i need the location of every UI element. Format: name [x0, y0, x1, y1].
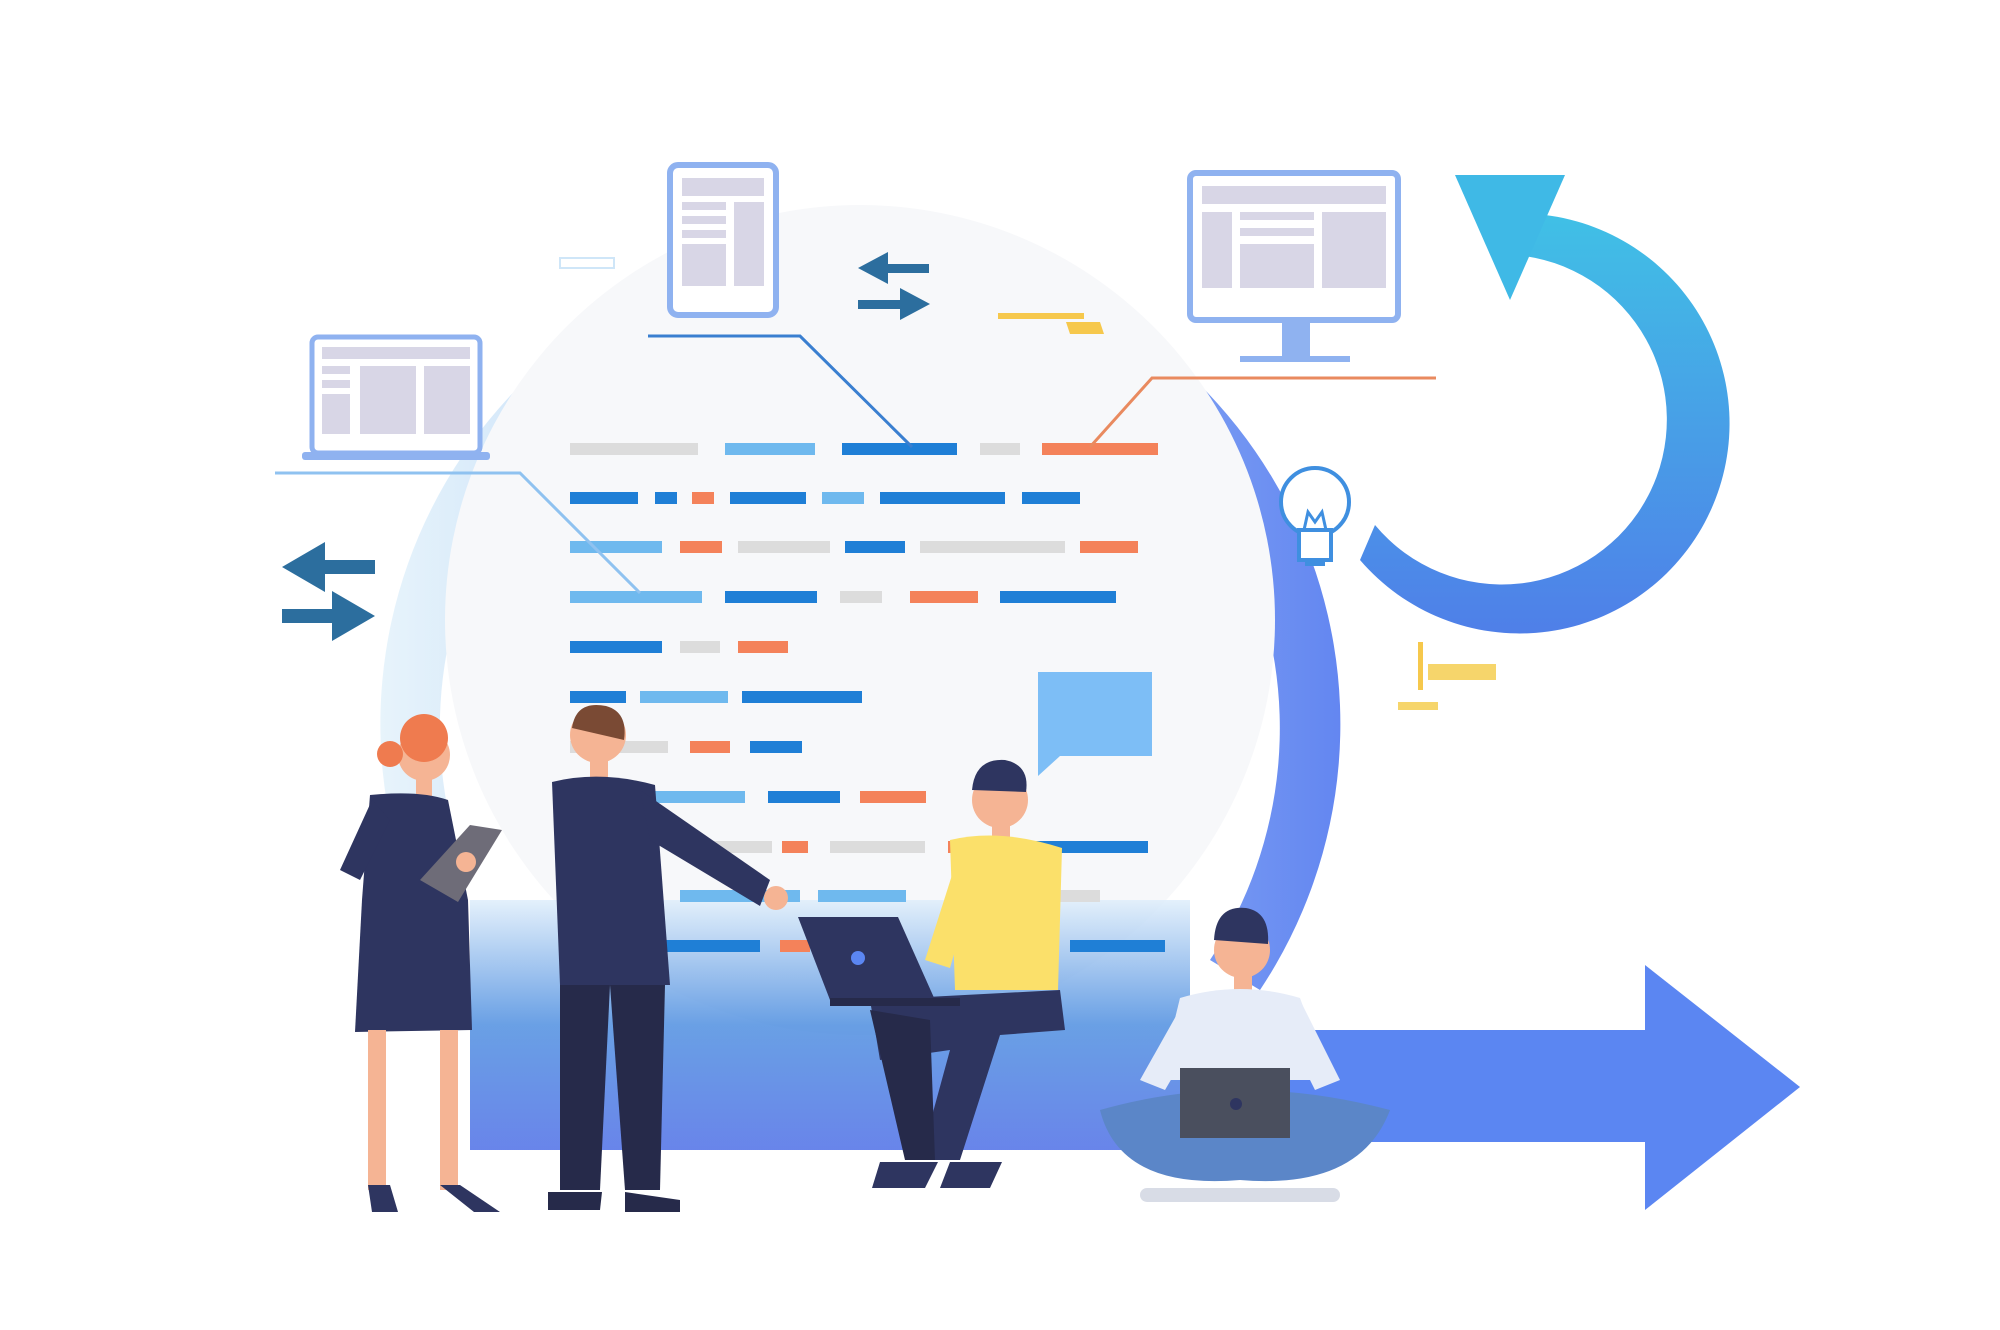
swap-arrows-icon: [282, 542, 375, 641]
monitor-icon: [1187, 170, 1401, 362]
swap-arrows-icon: [858, 252, 930, 320]
lightbulb-icon: [1279, 466, 1351, 566]
connector-lines: [275, 334, 1436, 595]
man-cross-legged-with-laptop: [1100, 907, 1390, 1202]
decorative-marks: [559, 257, 1496, 710]
man-sitting-with-laptop: [798, 759, 1065, 1188]
tablet-icon: [667, 162, 779, 318]
woman-with-tablet: [340, 714, 502, 1212]
man-in-suit-pointing: [548, 704, 788, 1212]
laptop-icon: [302, 334, 490, 460]
cycle-arrow-icon: [1360, 175, 1730, 634]
speech-bubble-icon: [1038, 672, 1152, 776]
